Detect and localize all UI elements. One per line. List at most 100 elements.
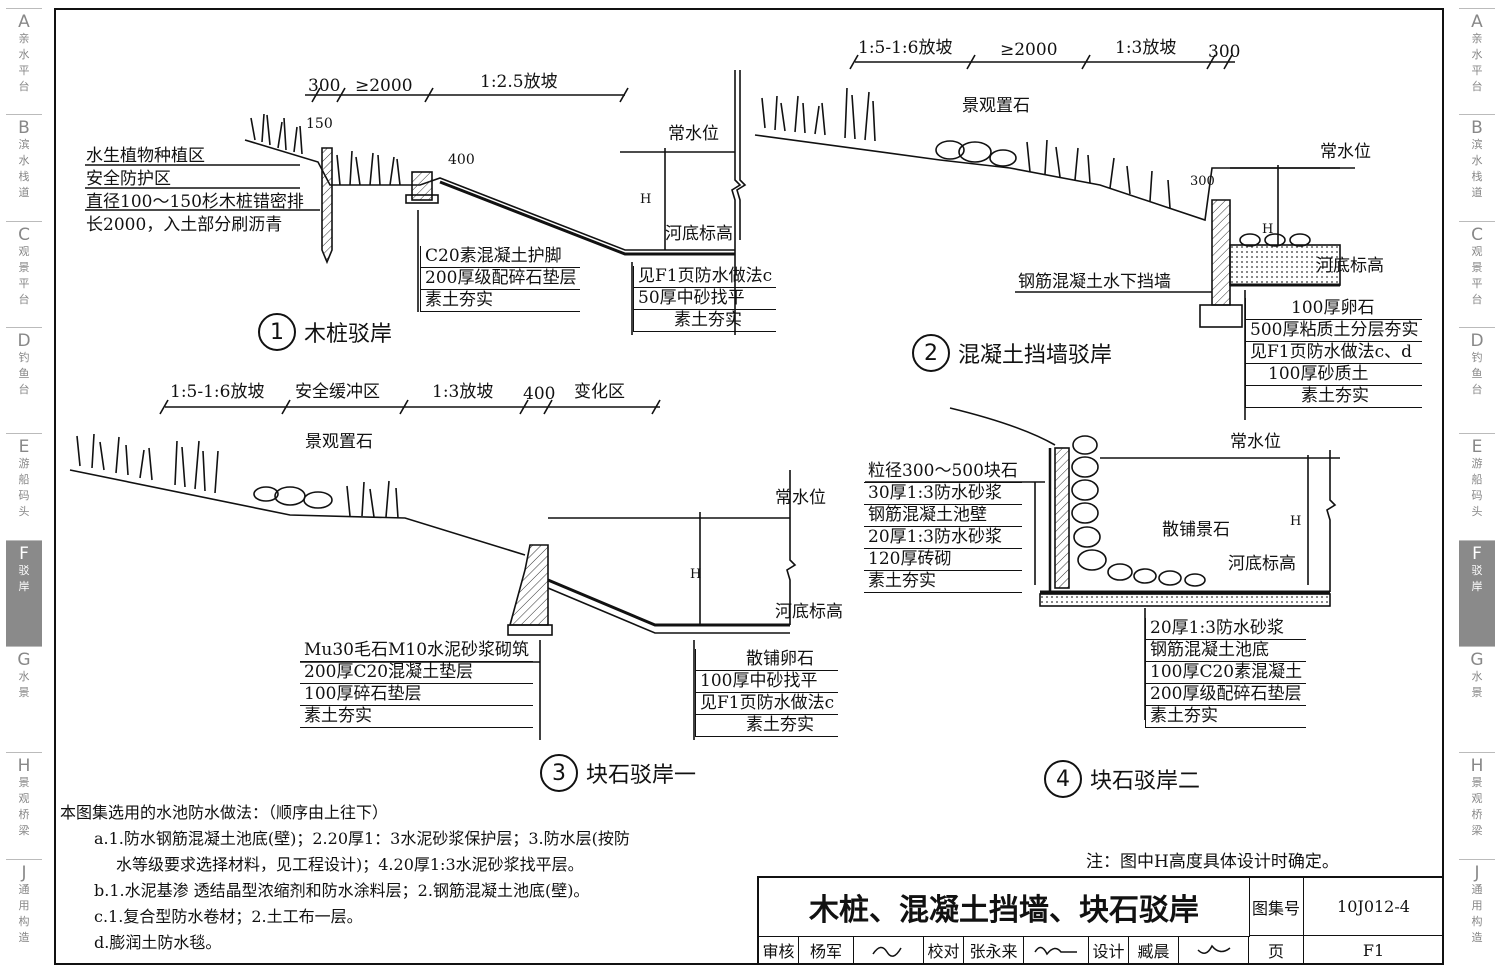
index-tab-char: 岸 [1471, 579, 1483, 593]
index-tab-char: 用 [18, 898, 30, 912]
index-tab-char: 构 [18, 914, 30, 928]
index-tab-char: 观 [18, 244, 30, 258]
index-tab-char: 码 [1471, 489, 1483, 503]
d1-plant-zone: 水生植物种植区 [86, 146, 205, 166]
index-tab-char: 道 [18, 186, 30, 200]
index-tab-char: 滨 [18, 138, 30, 152]
index-tab-char: 船 [18, 473, 30, 487]
footnote: 注：图中H高度具体设计时确定。 [1086, 852, 1339, 872]
d2-river-bed: 河底标高 [1316, 256, 1384, 276]
waterproofing-notes: 本图集选用的水池防水做法：（顺序由上往下） a.1.防水钢筋混凝土池底(壁)；2… [60, 803, 630, 952]
index-tab-char: 通 [1471, 882, 1483, 896]
index-tab-letter: A [1471, 12, 1483, 32]
index-tab-char: 通 [18, 882, 30, 896]
d2-dim-slope1: 1:5-1:6放坡 [858, 38, 953, 58]
d1-pile-spec: 直径100～150杉木桩错密排 [86, 192, 304, 212]
index-tab-char: 船 [1471, 473, 1483, 487]
index-tab-char: 水 [18, 48, 30, 61]
checker-signature [1024, 936, 1089, 965]
designer: 臧晨 [1129, 936, 1179, 965]
index-tab-char: 水 [18, 670, 30, 683]
d2-water-level: 常水位 [1320, 142, 1371, 162]
diagram-3-block-stone-one [69, 399, 797, 740]
index-tab-letter: C [18, 224, 30, 245]
index-tab-char: 梁 [1471, 824, 1483, 838]
index-tab-char: 台 [1471, 80, 1483, 93]
d3-dim-slope2: 1:3放坡 [432, 382, 494, 402]
d4-scattered-stone: 散铺景石 [1162, 520, 1230, 540]
index-tab-char: 栈 [18, 170, 30, 184]
reviewer-signature [854, 936, 924, 965]
index-tab-char: 鱼 [1471, 367, 1483, 380]
index-tab-char: 台 [1471, 292, 1483, 306]
index-tab-char: 台 [1471, 383, 1483, 396]
index-tab-char: 水 [1471, 670, 1483, 683]
d1-pile-spec-2: 长2000，入土部分刷沥青 [86, 215, 283, 235]
index-tab-char: 平 [18, 276, 30, 290]
index-tab-letter: H [17, 756, 31, 777]
index-tab-letter: B [1471, 118, 1483, 139]
index-tab-char: 头 [1471, 505, 1483, 519]
index-tab-char: 游 [18, 457, 30, 471]
index-tab-char: 景 [18, 776, 30, 790]
d1-safety-zone: 安全防护区 [86, 169, 171, 189]
diagram-2-concrete-wall [736, 54, 1355, 420]
d3-dim-slope1: 1:5-1:6放坡 [170, 382, 265, 402]
d2-dim-300b: 300 [1190, 174, 1215, 189]
d2-dim-2000: ≥2000 [1000, 40, 1058, 60]
drawing-frame [54, 8, 1444, 965]
index-tab-letter: J [21, 862, 27, 883]
page-label: 页 [1249, 936, 1304, 965]
d4-dim-h: H [1290, 514, 1302, 529]
d3-water-level: 常水位 [775, 488, 826, 508]
d1-dim-2000: ≥2000 [355, 76, 413, 96]
index-tab-char: 水 [18, 154, 30, 168]
index-tab-letter: E [1471, 437, 1483, 458]
title-block: 木桩、混凝土挡墙、块石驳岸 图集号 10J012-4 审核 杨军 校对 张永来 … [757, 876, 1444, 965]
d1-dim-400: 400 [448, 152, 475, 168]
index-tab-letter: D [17, 331, 31, 351]
d4-wall-layers: 粒径300～500块石 30厚1:3防水砂浆 钢筋混凝土池壁 20厚1:3防水砂… [864, 461, 1022, 593]
index-tab-char: 钓 [18, 351, 30, 364]
page-number: F1 [1304, 936, 1444, 965]
d1-dim-150: 150 [306, 116, 333, 132]
d1-dim-300: 300 [308, 76, 341, 96]
index-tab-char: 亲 [1471, 32, 1483, 45]
d3-landscape-stone: 景观置石 [305, 432, 373, 452]
d2-dim-h: H [1262, 222, 1274, 237]
index-tab-char: 景 [18, 686, 30, 699]
index-tab-char: 游 [1471, 457, 1483, 471]
index-tab-char: 钓 [1471, 351, 1483, 364]
index-tab-char: 构 [1471, 914, 1483, 928]
d1-dim-slope: 1:2.5放坡 [480, 72, 558, 92]
d4-river-bed: 河底标高 [1228, 554, 1296, 574]
diagram-4-block-stone-two [865, 407, 1340, 720]
index-tab-char: 水 [1471, 48, 1483, 61]
index-tab-char: 造 [1471, 930, 1483, 944]
index-tab-char: 亲 [18, 32, 30, 45]
index-tab-char: 观 [1471, 244, 1483, 258]
index-tab-letter: J [1474, 862, 1480, 883]
index-tab-letter: F [19, 543, 29, 564]
review-label: 审核 [759, 936, 799, 965]
index-tab-char: 水 [1471, 154, 1483, 168]
reviewer: 杨军 [799, 936, 854, 965]
index-tab-char: 桥 [1471, 808, 1483, 822]
